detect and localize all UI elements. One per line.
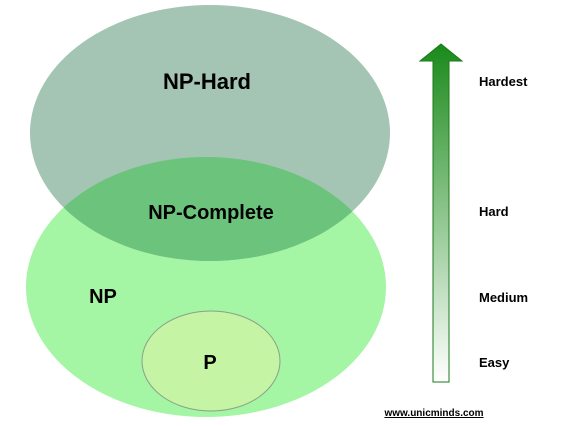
np-label: NP [89,286,117,308]
np-complete-label: NP-Complete [148,202,274,224]
scale-label-hardest: Hardest [479,74,528,89]
scale-label-medium: Medium [479,290,528,305]
scale-label-hard: Hard [479,204,509,219]
np-complete-region [30,157,386,261]
np-hard-label: NP-Hard [163,69,251,94]
scale-label-easy: Easy [479,355,510,370]
source-link[interactable]: www.unicminds.com [383,408,483,419]
p-label: P [203,352,216,374]
difficulty-arrow [418,43,464,383]
p-region [141,310,281,412]
